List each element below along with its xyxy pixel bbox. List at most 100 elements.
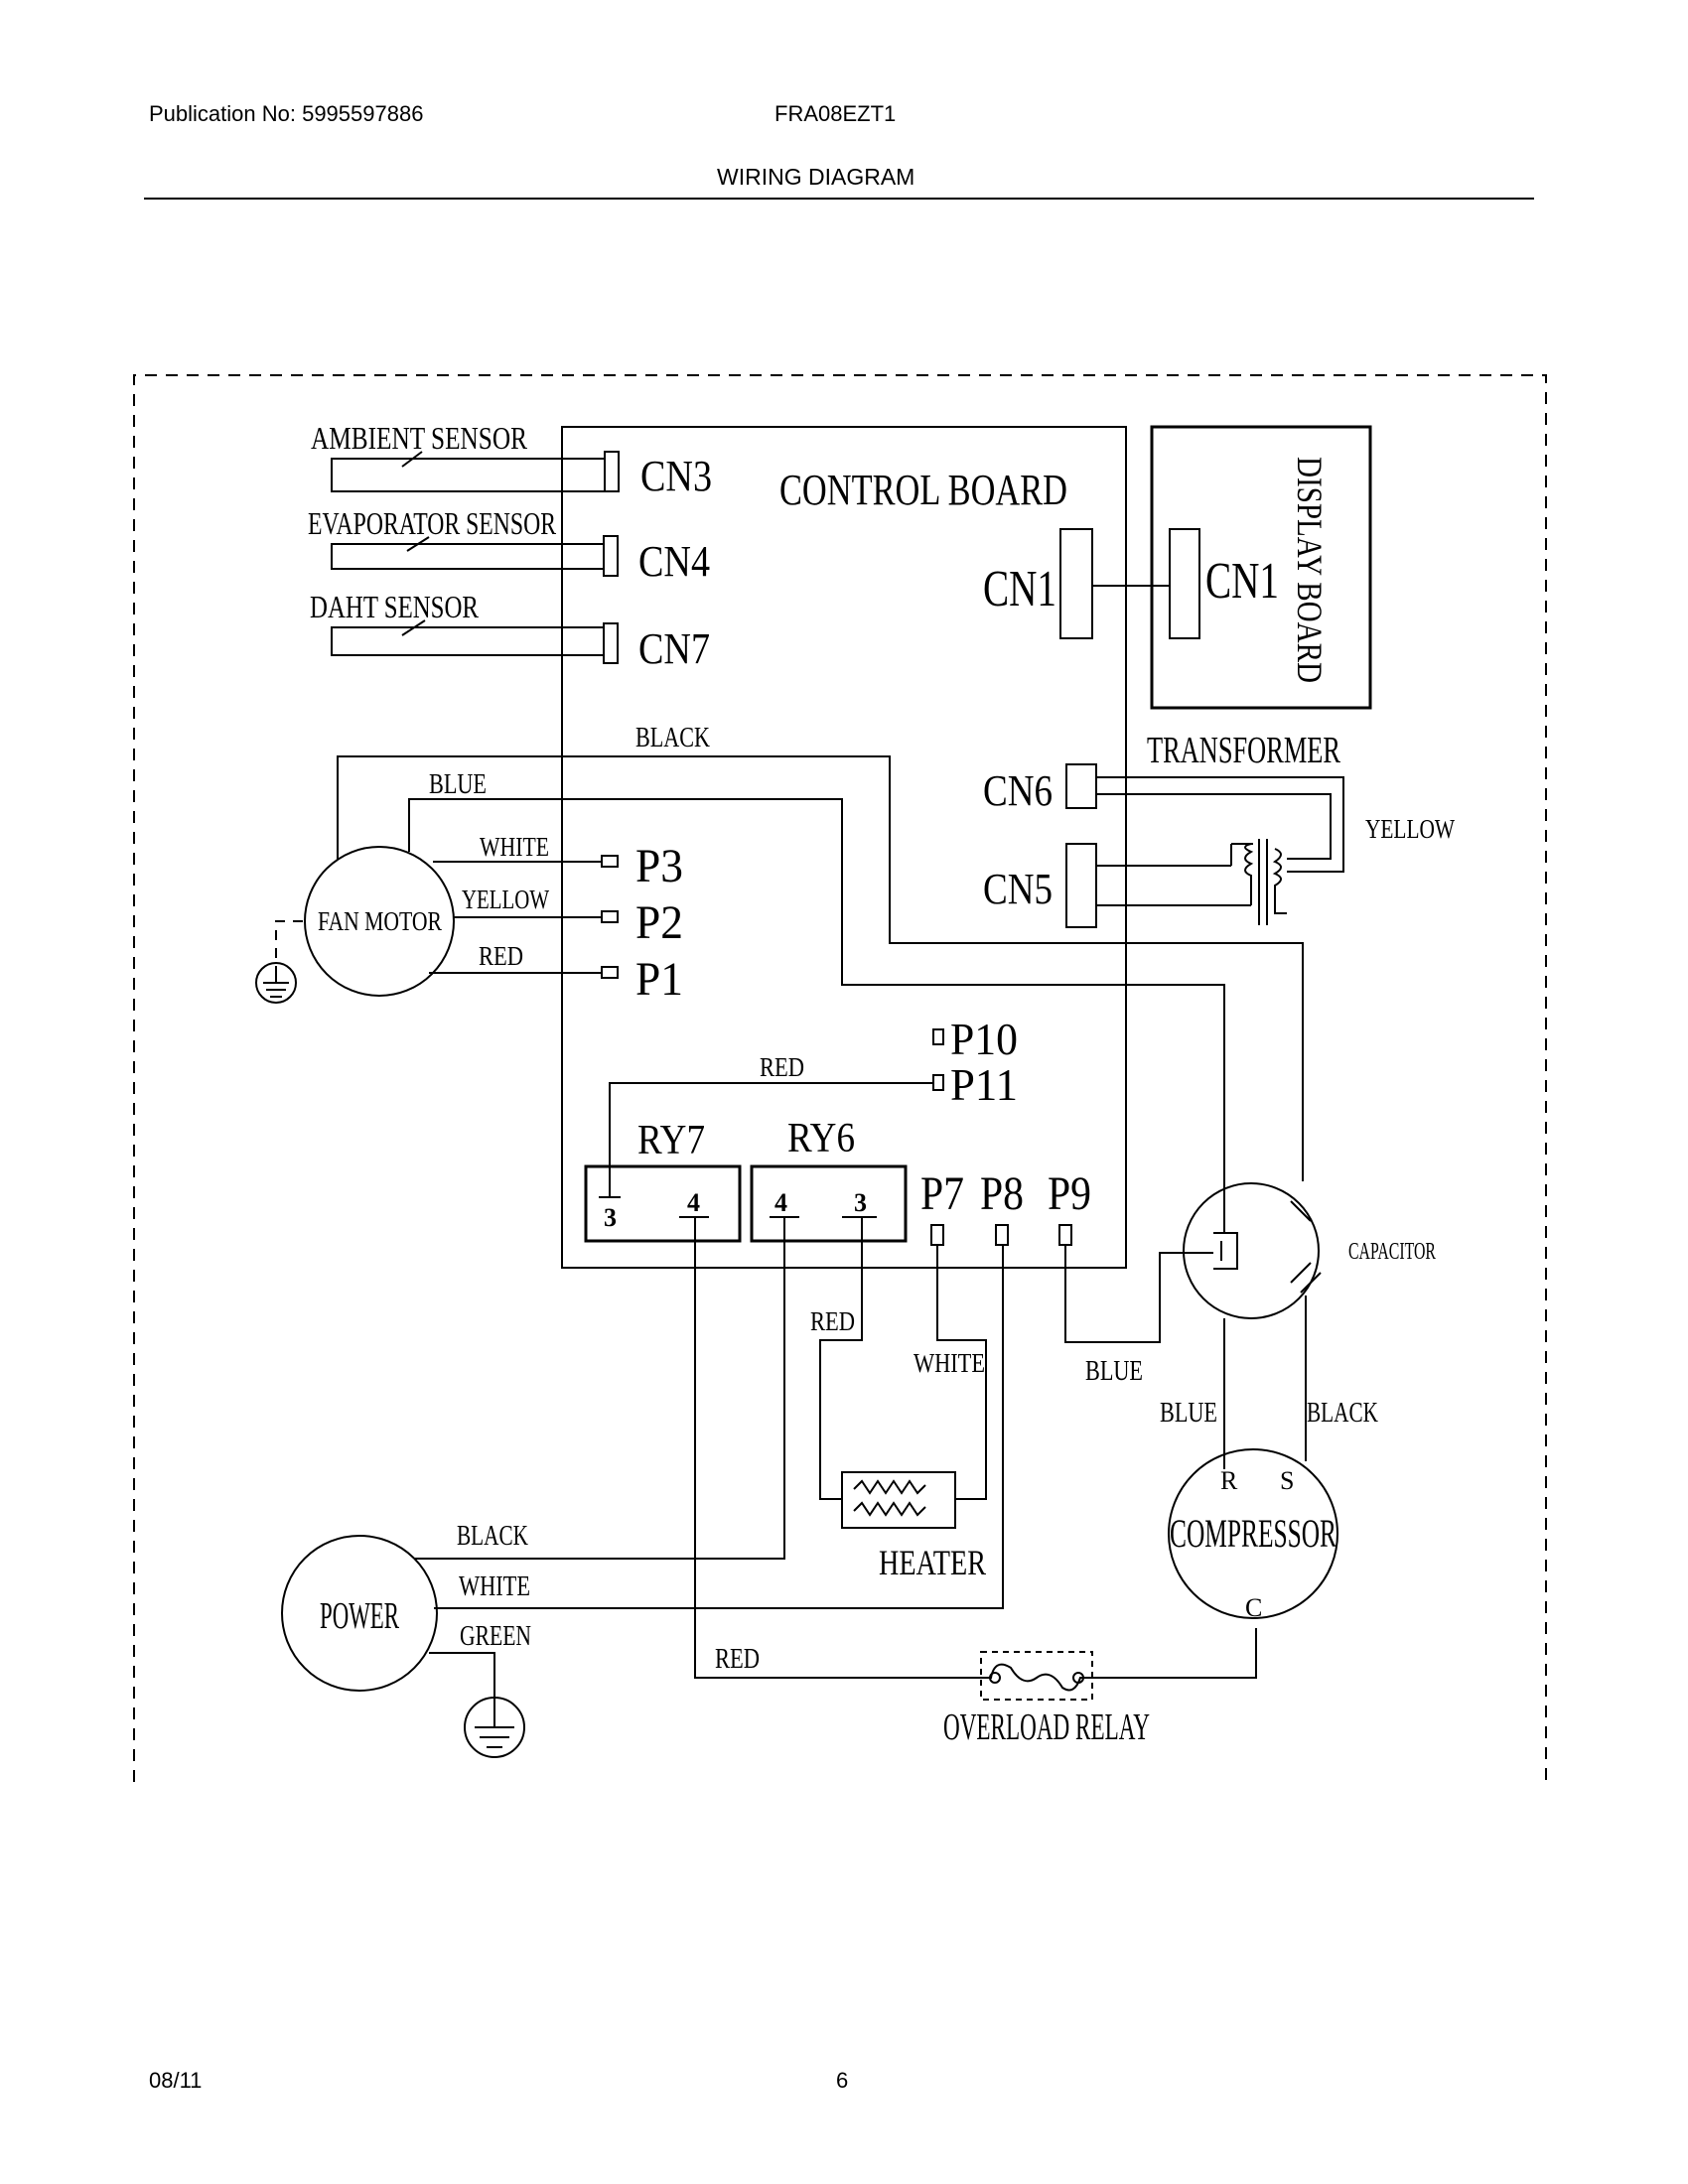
ry6-relay	[750, 1164, 908, 1243]
green-power-wire	[429, 1652, 495, 1698]
ry7-pin-b: 4	[687, 1188, 700, 1217]
yellow-fan-wire-label: YELLOW	[462, 885, 549, 914]
heater-element-icon	[853, 1479, 926, 1517]
power-source	[281, 1535, 438, 1692]
black-compressor-wire-label: BLACK	[1307, 1398, 1378, 1429]
green-power-wire-label: GREEN	[460, 1621, 531, 1652]
fan-motor	[304, 846, 455, 997]
p11-label: P11	[950, 1059, 1018, 1110]
blue-compressor-wire-label: BLUE	[1160, 1398, 1217, 1429]
red-p11-wire	[609, 1082, 933, 1197]
black-top-wire-label: BLACK	[635, 723, 710, 753]
p8-terminal	[995, 1224, 1009, 1246]
p2-terminal	[601, 910, 619, 923]
ry7-label: RY7	[637, 1118, 705, 1163]
compressor	[1168, 1448, 1338, 1619]
cn5-connector	[1065, 843, 1097, 928]
overload-relay	[980, 1651, 1093, 1701]
control-board	[561, 426, 1127, 1269]
ry6-pin-b: 3	[854, 1188, 867, 1217]
compressor-c-terminal: C	[1245, 1593, 1262, 1622]
ry7-relay	[584, 1164, 742, 1243]
red-heater-wire	[819, 1217, 863, 1500]
black-power-wire-label: BLACK	[457, 1521, 528, 1552]
overload-relay-contact-a	[989, 1672, 1001, 1684]
compressor-c-wire	[1092, 1628, 1257, 1679]
transformer-yellow-wire-b	[1096, 793, 1332, 860]
cn3-connector	[604, 451, 620, 492]
cn7-connector	[603, 622, 619, 664]
white-power-wire-label: WHITE	[459, 1571, 530, 1602]
p1-terminal	[601, 966, 619, 979]
fan-ground-icon	[255, 962, 297, 1004]
ambient-sensor-label: AMBIENT SENSOR	[311, 420, 528, 456]
cn1-label: CN1	[983, 561, 1056, 617]
cn6-label: CN6	[983, 766, 1053, 815]
header-rule	[144, 198, 1534, 200]
red-heater-wire-label: RED	[810, 1306, 855, 1336]
publication-number: Publication No: 5995597886	[149, 101, 424, 126]
ambient-sensor-thermistor	[397, 451, 423, 468]
ry7-pin-a: 3	[604, 1203, 617, 1232]
daht-sensor-thermistor	[395, 619, 433, 636]
red-overload-wire-label: RED	[715, 1644, 760, 1675]
cn1-display-label: CN1	[1205, 553, 1279, 610]
p9-label: P9	[1048, 1167, 1091, 1220]
capacitor-label: CAPACITOR	[1348, 1239, 1436, 1265]
page-title: WIRING DIAGRAM	[717, 164, 915, 190]
fan-ground-symbol	[263, 966, 289, 998]
white-fan-wire-label: WHITE	[480, 832, 549, 862]
overload-relay-contact-b	[1072, 1672, 1084, 1684]
power-label: POWER	[320, 1595, 399, 1637]
p9-terminal	[1058, 1224, 1072, 1246]
compressor-r-terminal: R	[1220, 1466, 1238, 1495]
p3-label: P3	[635, 840, 683, 892]
p10-label: P10	[950, 1014, 1018, 1064]
overload-relay-element-icon	[981, 1663, 1092, 1692]
transformer-yellow-wire-a	[1096, 776, 1344, 873]
overload-relay-label: OVERLOAD RELAY	[943, 1706, 1150, 1748]
ry6-pin-a: 4	[774, 1188, 787, 1217]
blue-top-wire-label: BLUE	[429, 769, 487, 800]
ry6-label: RY6	[787, 1116, 855, 1161]
red-overload-wire	[694, 1217, 981, 1679]
display-board-label: DISPLAY BOARD	[1290, 457, 1330, 683]
evaporator-sensor-label: EVAPORATOR SENSOR	[308, 505, 556, 541]
transformer-label: TRANSFORMER	[1147, 730, 1340, 771]
diagram-frame	[133, 374, 1547, 1782]
p3-terminal	[601, 855, 619, 868]
p10-terminal	[932, 1028, 944, 1045]
compressor-s-terminal: S	[1280, 1466, 1294, 1495]
p2-label: P2	[635, 896, 683, 949]
ambient-sensor-wire	[331, 458, 604, 492]
white-power-wire	[434, 1245, 1004, 1609]
transformer-coil-primary	[1230, 843, 1254, 905]
daht-sensor-label: DAHT SENSOR	[310, 589, 480, 624]
p7-terminal	[930, 1224, 944, 1246]
cn1-connector	[1059, 528, 1093, 639]
footer-date: 08/11	[149, 2068, 203, 2093]
fan-motor-label: FAN MOTOR	[318, 906, 442, 936]
capacitor	[1183, 1182, 1320, 1319]
cn4-connector	[603, 535, 619, 577]
yellow-transformer-wire-label: YELLOW	[1365, 814, 1455, 844]
white-heater-wire-label: WHITE	[914, 1348, 985, 1378]
compressor-label: COMPRESSOR	[1170, 1511, 1336, 1556]
red-p11-wire-label: RED	[760, 1052, 804, 1082]
cn4-label: CN4	[638, 537, 710, 586]
cn1-display-connector	[1169, 528, 1200, 639]
transformer-core	[1258, 839, 1268, 925]
p8-label: P8	[980, 1167, 1024, 1220]
power-ground-symbol	[475, 1698, 514, 1748]
blue-p9-wire	[1064, 1245, 1213, 1343]
cn7-label: CN7	[638, 624, 710, 673]
black-fan-wire	[337, 755, 1304, 1181]
cn3-label: CN3	[640, 452, 712, 500]
daht-sensor-wire	[331, 626, 604, 656]
p7-label: P7	[920, 1167, 964, 1220]
evaporator-sensor-thermistor	[399, 536, 433, 552]
white-heater-wire	[936, 1245, 987, 1500]
blue-fan-wire	[408, 798, 1225, 1233]
capacitor-terminals	[1213, 1200, 1322, 1294]
